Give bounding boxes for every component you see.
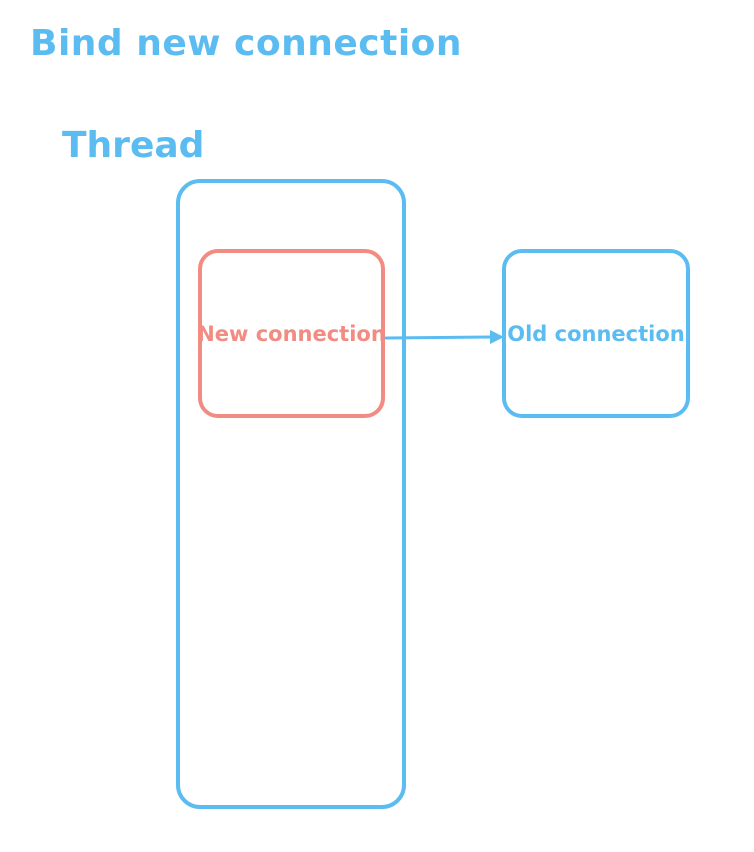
old-connection-label: Old connection	[507, 321, 685, 346]
new-connection-box: New connection	[197, 249, 386, 418]
old-connection-box: Old connection	[502, 249, 690, 418]
new-connection-label: New connection	[197, 321, 386, 346]
thread-box	[176, 179, 406, 809]
thread-label: Thread	[62, 125, 205, 166]
diagram-title: Bind new connection	[30, 23, 463, 64]
